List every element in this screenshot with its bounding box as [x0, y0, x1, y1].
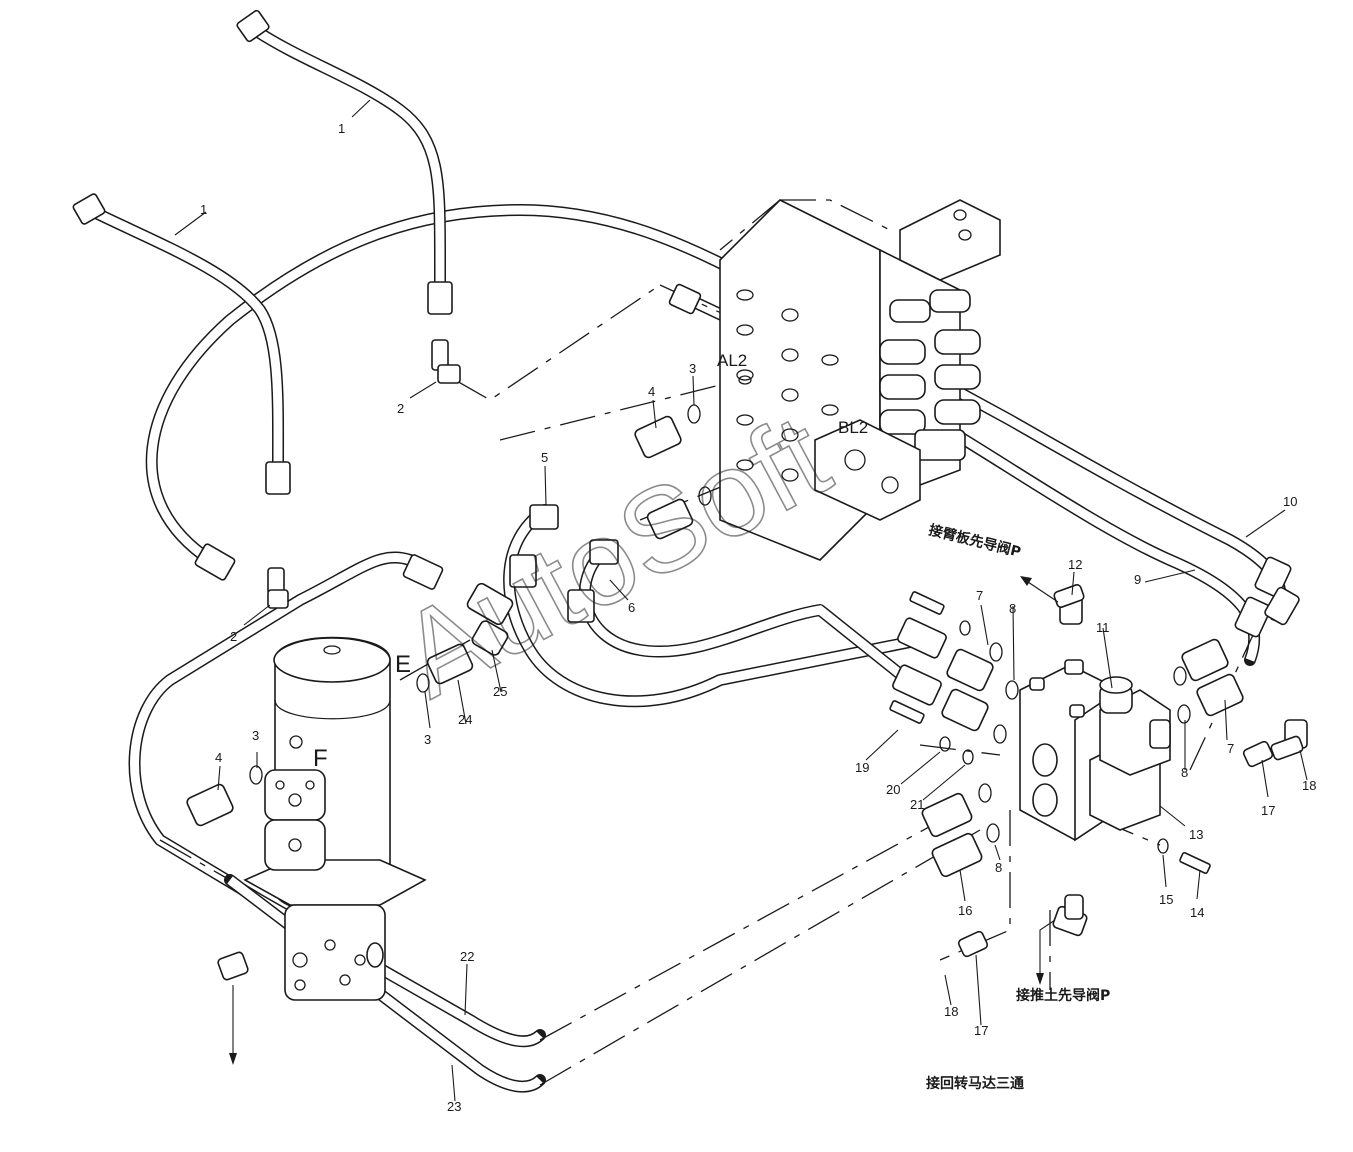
callout-11: 11 — [1096, 620, 1110, 635]
callout-19: 19 — [855, 760, 869, 775]
hose-end-nut — [236, 9, 270, 43]
elbow-18 — [217, 719, 1308, 981]
port-label-e: E — [395, 651, 411, 678]
callout-leaders — [174, 99, 1308, 1102]
callout-8: 8 — [1181, 765, 1188, 780]
bolt-19-14 — [889, 591, 1211, 875]
callout-21: 21 — [910, 797, 924, 812]
swing-center-joint — [243, 636, 427, 1001]
hose-end-nut — [567, 589, 595, 623]
note-to-dozer-pilot: 接推土先导阀P — [1016, 987, 1110, 1004]
callout-12: 12 — [1068, 557, 1082, 572]
center-joint-ports — [292, 939, 384, 991]
o-rings — [249, 404, 1191, 854]
hose-end-nut — [265, 461, 291, 495]
port-labels: AL2 BL2 E F — [313, 351, 868, 772]
callout-7: 7 — [1227, 741, 1234, 756]
callout-7: 7 — [976, 588, 983, 603]
adapter-17 — [957, 740, 1274, 958]
hose-1-upper — [249, 24, 446, 296]
callout-4: 4 — [648, 384, 655, 399]
callout-14: 14 — [1190, 905, 1204, 920]
callout-20: 20 — [886, 782, 900, 797]
hose-end-nut — [529, 504, 559, 530]
hose-end-nut — [892, 664, 942, 706]
callout-3: 3 — [252, 728, 259, 743]
callout-9: 9 — [1134, 572, 1141, 587]
callout-13: 13 — [1189, 827, 1203, 842]
adapter-4 — [186, 415, 682, 827]
callout-3: 3 — [424, 732, 431, 747]
adapter-7 — [1181, 638, 1244, 717]
hose-end-nut — [72, 193, 106, 225]
callout-1: 1 — [338, 121, 345, 136]
callout-numbers: 1 1 2 2 3 3 3 4 4 5 6 7 7 8 8 8 9 10 11 … — [200, 121, 1316, 1114]
callout-8: 8 — [995, 860, 1002, 875]
callout-10: 10 — [1283, 494, 1297, 509]
solenoid-stack — [879, 289, 981, 461]
elbow-12 — [1053, 584, 1085, 625]
hose-end-nut — [897, 617, 947, 659]
hose-22 — [128, 551, 546, 1048]
pilot-block-bl2 — [814, 419, 921, 521]
hose-1-lower — [84, 204, 285, 476]
adapter-16 — [921, 648, 994, 878]
callout-18: 18 — [1302, 778, 1316, 793]
callout-2: 2 — [397, 401, 404, 416]
fittings — [72, 9, 1308, 981]
port-label-f: F — [313, 745, 328, 772]
callout-16: 16 — [958, 903, 972, 918]
callout-5: 5 — [541, 450, 548, 465]
note-to-swing-motor: 接回转马达三通 — [926, 1075, 1024, 1092]
hose-23 — [224, 874, 546, 1093]
callout-8: 8 — [1009, 601, 1016, 616]
port-label-bl2: BL2 — [838, 418, 868, 437]
adapter-6 — [646, 498, 694, 540]
callout-15: 15 — [1159, 892, 1173, 907]
hose-10 — [145, 204, 1287, 621]
callout-3: 3 — [689, 361, 696, 376]
knob-11 — [1099, 676, 1133, 714]
callout-23: 23 — [447, 1099, 461, 1114]
hose-6 — [578, 544, 926, 696]
callout-17: 17 — [1261, 803, 1275, 818]
hose-end-nut — [589, 539, 619, 565]
hose-end-nut — [509, 554, 537, 588]
hose-5 — [503, 504, 926, 708]
hose-end-nut — [194, 543, 236, 581]
manifold-valve-13 — [1019, 659, 1171, 842]
elbow-fitting-2 — [267, 339, 461, 609]
hose-end-nut — [427, 281, 453, 315]
callout-1: 1 — [200, 202, 207, 217]
callout-4: 4 — [215, 750, 222, 765]
flow-arrows — [229, 576, 1059, 1065]
note-to-boom-pilot: 接臂板先导阀P — [927, 521, 1023, 560]
callout-6: 6 — [628, 600, 635, 615]
callout-18: 18 — [944, 1004, 958, 1019]
port-label-al2: AL2 — [717, 351, 747, 370]
callout-25: 25 — [493, 684, 507, 699]
main-control-valve — [719, 199, 1001, 561]
adapter-24-25 — [426, 582, 514, 685]
hose-end-nut — [1254, 556, 1292, 598]
hose-end-nut — [402, 554, 444, 590]
callout-17: 17 — [974, 1023, 988, 1038]
hose-end-nut — [668, 283, 702, 315]
callout-24: 24 — [458, 712, 472, 727]
hose-end-nut — [1234, 596, 1272, 638]
hose-end-nut — [1264, 586, 1300, 626]
valve-ports — [736, 209, 972, 482]
flange-plate-f — [264, 769, 326, 871]
callout-22: 22 — [460, 949, 474, 964]
callout-2: 2 — [230, 629, 237, 644]
